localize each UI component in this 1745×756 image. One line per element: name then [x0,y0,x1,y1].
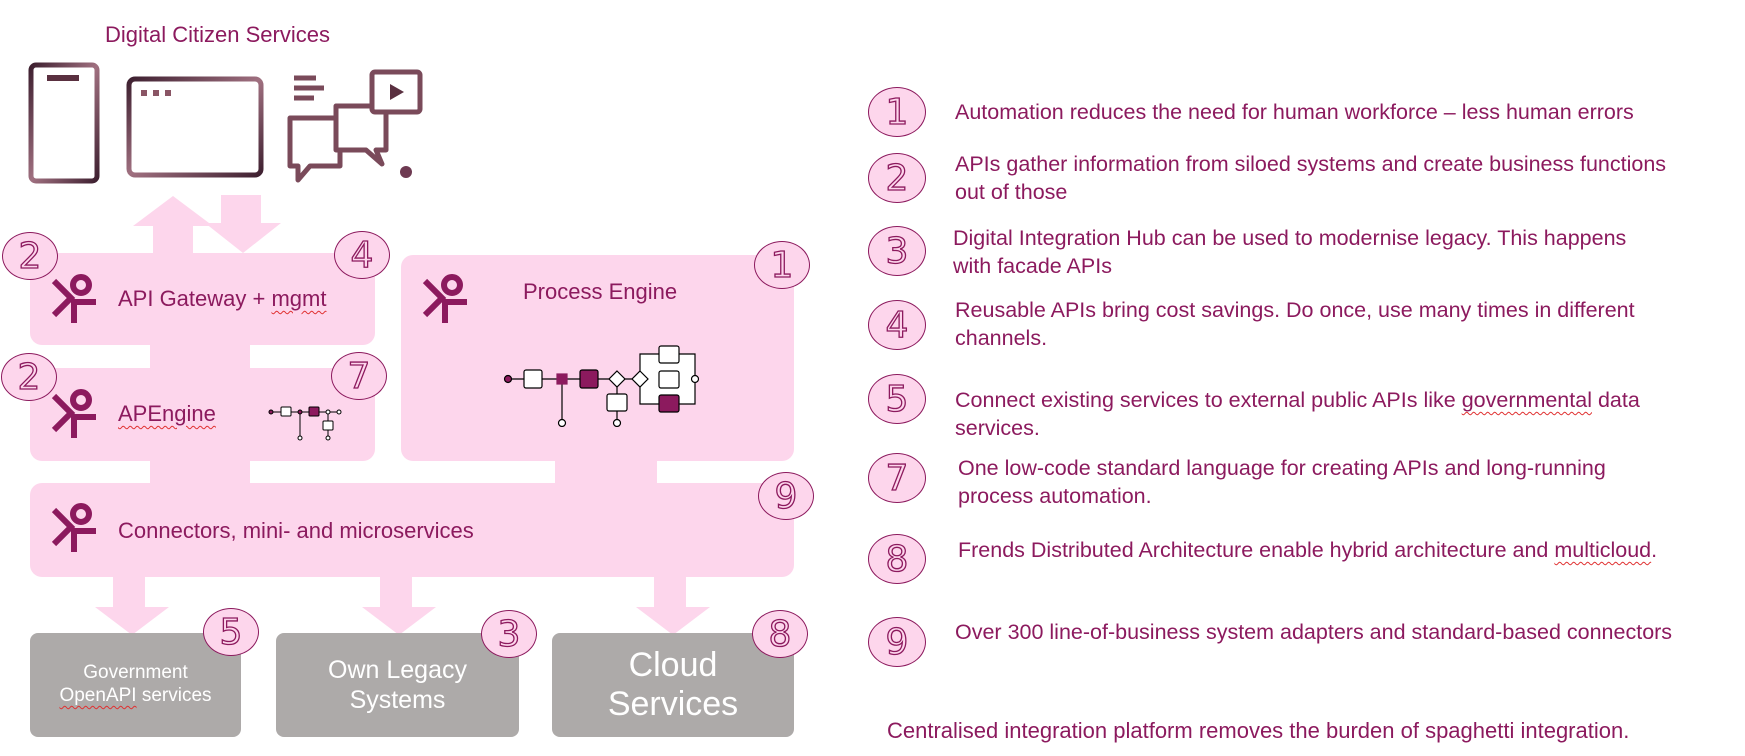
process-flow-diagram-icon [503,343,709,427]
backend-label-line2: Systems [349,686,446,714]
benefit-item: Reusable APIs bring cost savings. Do onc… [955,298,1635,350]
backend-label-line2: OpenAPI services [59,685,211,708]
frends-logo-icon [422,273,468,325]
mobile-phone-icon [28,62,102,184]
arrow-down-icon [362,575,436,635]
benefit-item: Over 300 line-of-business system adapter… [955,620,1673,644]
backend-cloud-services: Cloud Services [552,633,794,737]
benefit-item: Connect existing services to external pu… [955,386,1715,442]
connector-stem [150,340,250,372]
frends-logo-icon [51,273,97,325]
benefit-number-badge: 3 [868,226,926,276]
badge-number: 9 [758,472,814,520]
backend-label-line2: Services [607,685,739,723]
frends-logo-icon [51,502,97,554]
benefit-text: data services. [955,388,1640,440]
benefit-item: Frends Distributed Architecture enable h… [958,536,1678,564]
backend-label-line1: Cloud [628,645,718,684]
process-engine-label: Process Engine [523,279,678,304]
chat-video-icon [286,68,428,184]
benefit-item: One low-code standard language for creat… [958,456,1606,508]
backend-government-openapi: Government OpenAPI services [30,633,241,737]
benefit-text: Frends Distributed Architecture enable h… [958,538,1555,562]
benefit-number-badge: 7 [868,453,926,503]
diagram-title: Digital Citizen Services [105,22,330,47]
badge-number: 2 [2,232,58,280]
badge-number: 3 [481,610,537,658]
arrow-up-icon [133,196,213,256]
badge-number: 1 [754,241,810,289]
benefit-number-badge: 4 [868,300,926,350]
benefit-number-badge: 2 [868,153,926,203]
backend-label-line1: Government [83,662,188,684]
backend-label-services: services [136,685,212,706]
api-gateway-label: API Gateway + mgmt [118,286,326,312]
benefit-text-governmental: governmental [1461,388,1592,412]
arrow-down-icon [205,195,281,253]
backend-own-legacy-systems: Own Legacy Systems [276,633,519,737]
api-gateway-label-mgmt: mgmt [271,286,327,311]
connectors-label: Connectors, mini- and microservices [118,518,474,543]
benefit-number-badge: 5 [868,374,926,424]
benefit-text-multicloud: multicloud [1554,538,1652,562]
connector-stem [555,456,657,488]
mini-process-flow-icon [268,404,344,442]
apengine-label: APEngine [118,401,216,426]
connector-stem [150,456,250,488]
badge-number: 8 [752,610,808,658]
backend-label-line1: Own Legacy [328,656,467,684]
benefit-item: Automation reduces the need for human wo… [955,100,1634,124]
benefit-number-badge: 9 [868,617,926,667]
backend-label-openapi: OpenAPI [59,685,137,706]
connectors-box [30,483,794,577]
browser-window-icon [126,76,266,180]
benefit-text: Connect existing services to external pu… [955,388,1462,412]
footer-statement: Centralised integration platform removes… [887,718,1630,743]
badge-number: 5 [203,608,259,656]
arrow-down-icon [636,575,710,635]
badge-number: 2 [1,353,57,401]
benefit-item: Digital Integration Hub can be used to m… [953,226,1627,278]
api-gateway-label-text: API Gateway + [118,286,272,311]
process-engine-box [401,255,794,461]
benefit-text: . [1651,538,1658,562]
badge-number: 7 [331,352,387,400]
benefit-number-badge: 8 [868,534,926,584]
frends-logo-icon [51,388,97,440]
benefit-number-badge: 1 [868,87,926,137]
badge-number: 4 [334,231,390,279]
arrow-down-icon [95,575,169,635]
benefit-item: APIs gather information from siloed syst… [955,152,1667,204]
